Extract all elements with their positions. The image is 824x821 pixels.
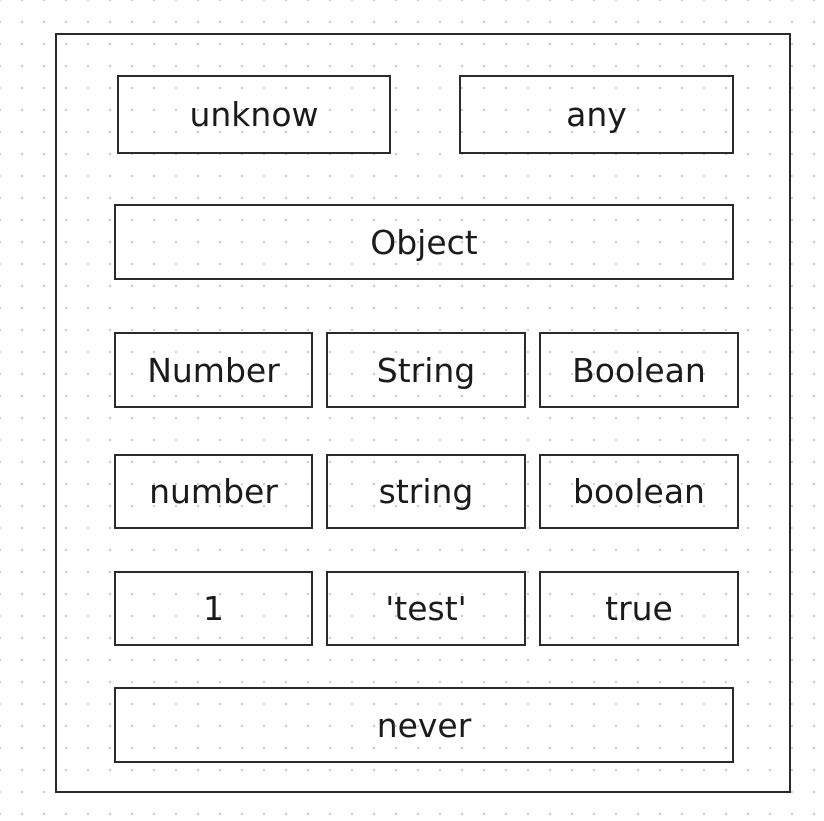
node-boolean-primitive: boolean [539,454,739,529]
node-literal-number: 1 [114,571,313,646]
node-any: any [459,75,734,154]
node-literal-string: 'test' [326,571,526,646]
node-unknow: unknow [117,75,391,154]
node-never: never [114,687,734,763]
node-number-primitive: number [114,454,313,529]
type-hierarchy-frame [55,33,791,793]
node-object: Object [114,204,734,280]
node-boolean-wrapper: Boolean [539,332,739,408]
node-string-wrapper: String [326,332,526,408]
node-literal-boolean: true [539,571,739,646]
node-string-primitive: string [326,454,526,529]
node-number-wrapper: Number [114,332,313,408]
